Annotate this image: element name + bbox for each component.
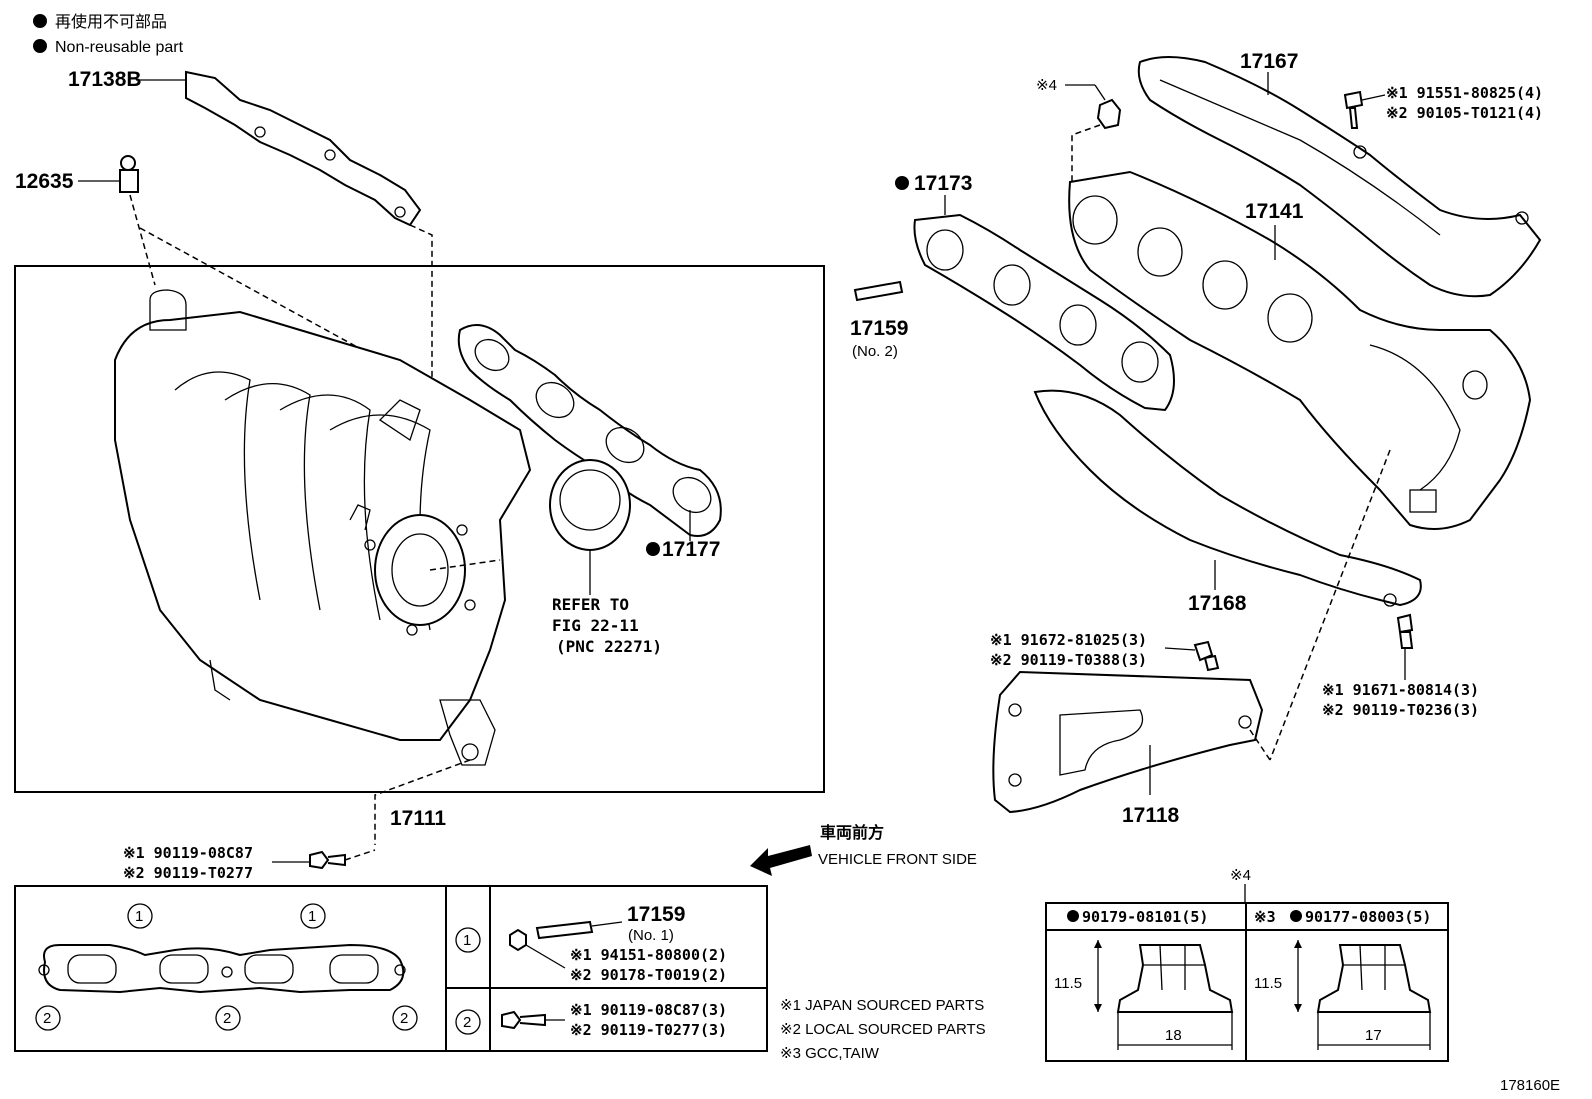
vehicle-front-en: VEHICLE FRONT SIDE: [818, 851, 977, 868]
vehicle-front-jp: 車両前方: [820, 823, 884, 842]
nut-col2-title: 90177-08003(5): [1305, 908, 1431, 926]
circle-number-1a: 1: [127, 903, 153, 929]
note-3: ※3 GCC,TAIW: [780, 1045, 880, 1062]
note-2: ※2 LOCAL SOURCED PARTS: [780, 1021, 986, 1038]
part-17167-heat-insulator: [1137, 56, 1542, 298]
part-17118-bracket: [992, 670, 1264, 814]
stud-table: [14, 885, 768, 1052]
label-12635: 12635: [15, 170, 74, 193]
bolt-top-line2: ※2 90105-T0121(4): [1386, 104, 1543, 122]
svg-text:2: 2: [223, 1010, 231, 1027]
legend-en-text: Non-reusable part: [55, 39, 184, 56]
vehicle-front-arrow-icon: [750, 845, 812, 876]
circle-number-2a: 2: [35, 1005, 61, 1031]
intake-manifold-frame: [14, 265, 825, 793]
nut-col2-prefix: ※3: [1254, 908, 1276, 926]
svg-text:1: 1: [463, 932, 471, 949]
nut-icon-row1: [509, 928, 527, 952]
bolt-right-line1: ※1 91671-80814(3): [1322, 681, 1479, 699]
part-17177-gasket: [457, 324, 722, 537]
bolt-left-line2: ※2 90119-T0277: [123, 864, 253, 882]
label-17173: 17173: [914, 172, 972, 195]
stud-17159-no2: [853, 280, 904, 302]
bolt-icon-row2: [501, 1010, 546, 1030]
label-17111: 17111: [390, 807, 446, 830]
row1-part: 17159: [627, 903, 685, 926]
part-17138b: [185, 70, 422, 227]
note-1: ※1 JAPAN SOURCED PARTS: [780, 997, 984, 1014]
row2-line-a: ※1 90119-08C87(3): [570, 1001, 727, 1019]
flange-nut-col1: [1116, 944, 1234, 1013]
row2-line-b: ※2 90119-T0277(3): [570, 1021, 727, 1039]
mark4-top: ※4: [1036, 77, 1057, 94]
svg-text:1: 1: [308, 908, 316, 925]
bolt-mid-line1: ※1 91672-81025(3): [990, 631, 1147, 649]
part-17111-intake-manifold: [114, 289, 532, 766]
bolt-left-line1: ※1 90119-08C87: [123, 844, 253, 862]
legend-dot-2: [33, 39, 47, 53]
circle-number-2c: 2: [392, 1005, 418, 1031]
bolt-left-icon: [309, 850, 346, 870]
legend-jp-text: 再使用不可部品: [55, 13, 167, 31]
stud-icon: [535, 920, 594, 940]
label-17168: 17168: [1188, 592, 1247, 615]
label-17138b: 17138B: [68, 68, 142, 91]
nut-icon-mark4: [1096, 98, 1122, 130]
bolt-mid-icon: [1193, 640, 1220, 672]
svg-text:2: 2: [43, 1010, 51, 1027]
label-17177: 17177: [662, 538, 720, 561]
legend-dot-1: [33, 14, 47, 28]
nut-width-1: 18: [1165, 1027, 1182, 1044]
figure-code: 178160E: [1500, 1077, 1560, 1094]
label-17159-no2-sub: (No. 2): [852, 343, 898, 360]
row-circle-1: 1: [455, 927, 481, 953]
part-17141-exhaust-manifold: [1068, 170, 1532, 530]
part-17168-lower-insulator: [1033, 389, 1422, 607]
label-17159-no2: 17159: [850, 317, 908, 340]
row-circle-2: 2: [455, 1009, 481, 1035]
row1-sub: (No. 1): [628, 927, 674, 944]
refer-line-2: FIG 22-11: [552, 616, 639, 635]
nut-height-2: 11.5: [1254, 975, 1282, 992]
bolt-right-line2: ※2 90119-T0236(3): [1322, 701, 1479, 719]
row1-line-b: ※2 90178-T0019(2): [570, 966, 727, 984]
flange-gasket-drawing: [38, 943, 406, 994]
nut-height-1: 11.5: [1054, 975, 1082, 992]
circle-number-2b: 2: [215, 1005, 241, 1031]
nut-col1-title: 90179-08101(5): [1082, 908, 1208, 926]
label-17141: 17141: [1245, 200, 1304, 223]
bolt-right-icon: [1396, 613, 1414, 649]
row1-line-a: ※1 94151-80800(2): [570, 946, 727, 964]
refer-line-1: REFER TO: [552, 595, 629, 614]
nut-table-mark4: ※4: [1230, 867, 1251, 884]
throttle-gasket-ring: [549, 459, 631, 551]
bolt-top-icon: [1343, 90, 1364, 129]
part-17173-gasket: [913, 213, 1175, 412]
circle-number-1b: 1: [300, 903, 326, 929]
refer-line-3: (PNC 22271): [556, 637, 662, 656]
svg-text:2: 2: [463, 1014, 471, 1031]
label-17167: 17167: [1240, 50, 1298, 73]
bolt-mid-line2: ※2 90119-T0388(3): [990, 651, 1147, 669]
svg-text:2: 2: [400, 1010, 408, 1027]
label-17118: 17118: [1122, 804, 1180, 827]
bolt-top-line1: ※1 91551-80825(4): [1386, 84, 1543, 102]
flange-nut-col2: [1316, 944, 1432, 1013]
svg-text:1: 1: [135, 908, 143, 925]
nut-width-2: 17: [1365, 1027, 1382, 1044]
